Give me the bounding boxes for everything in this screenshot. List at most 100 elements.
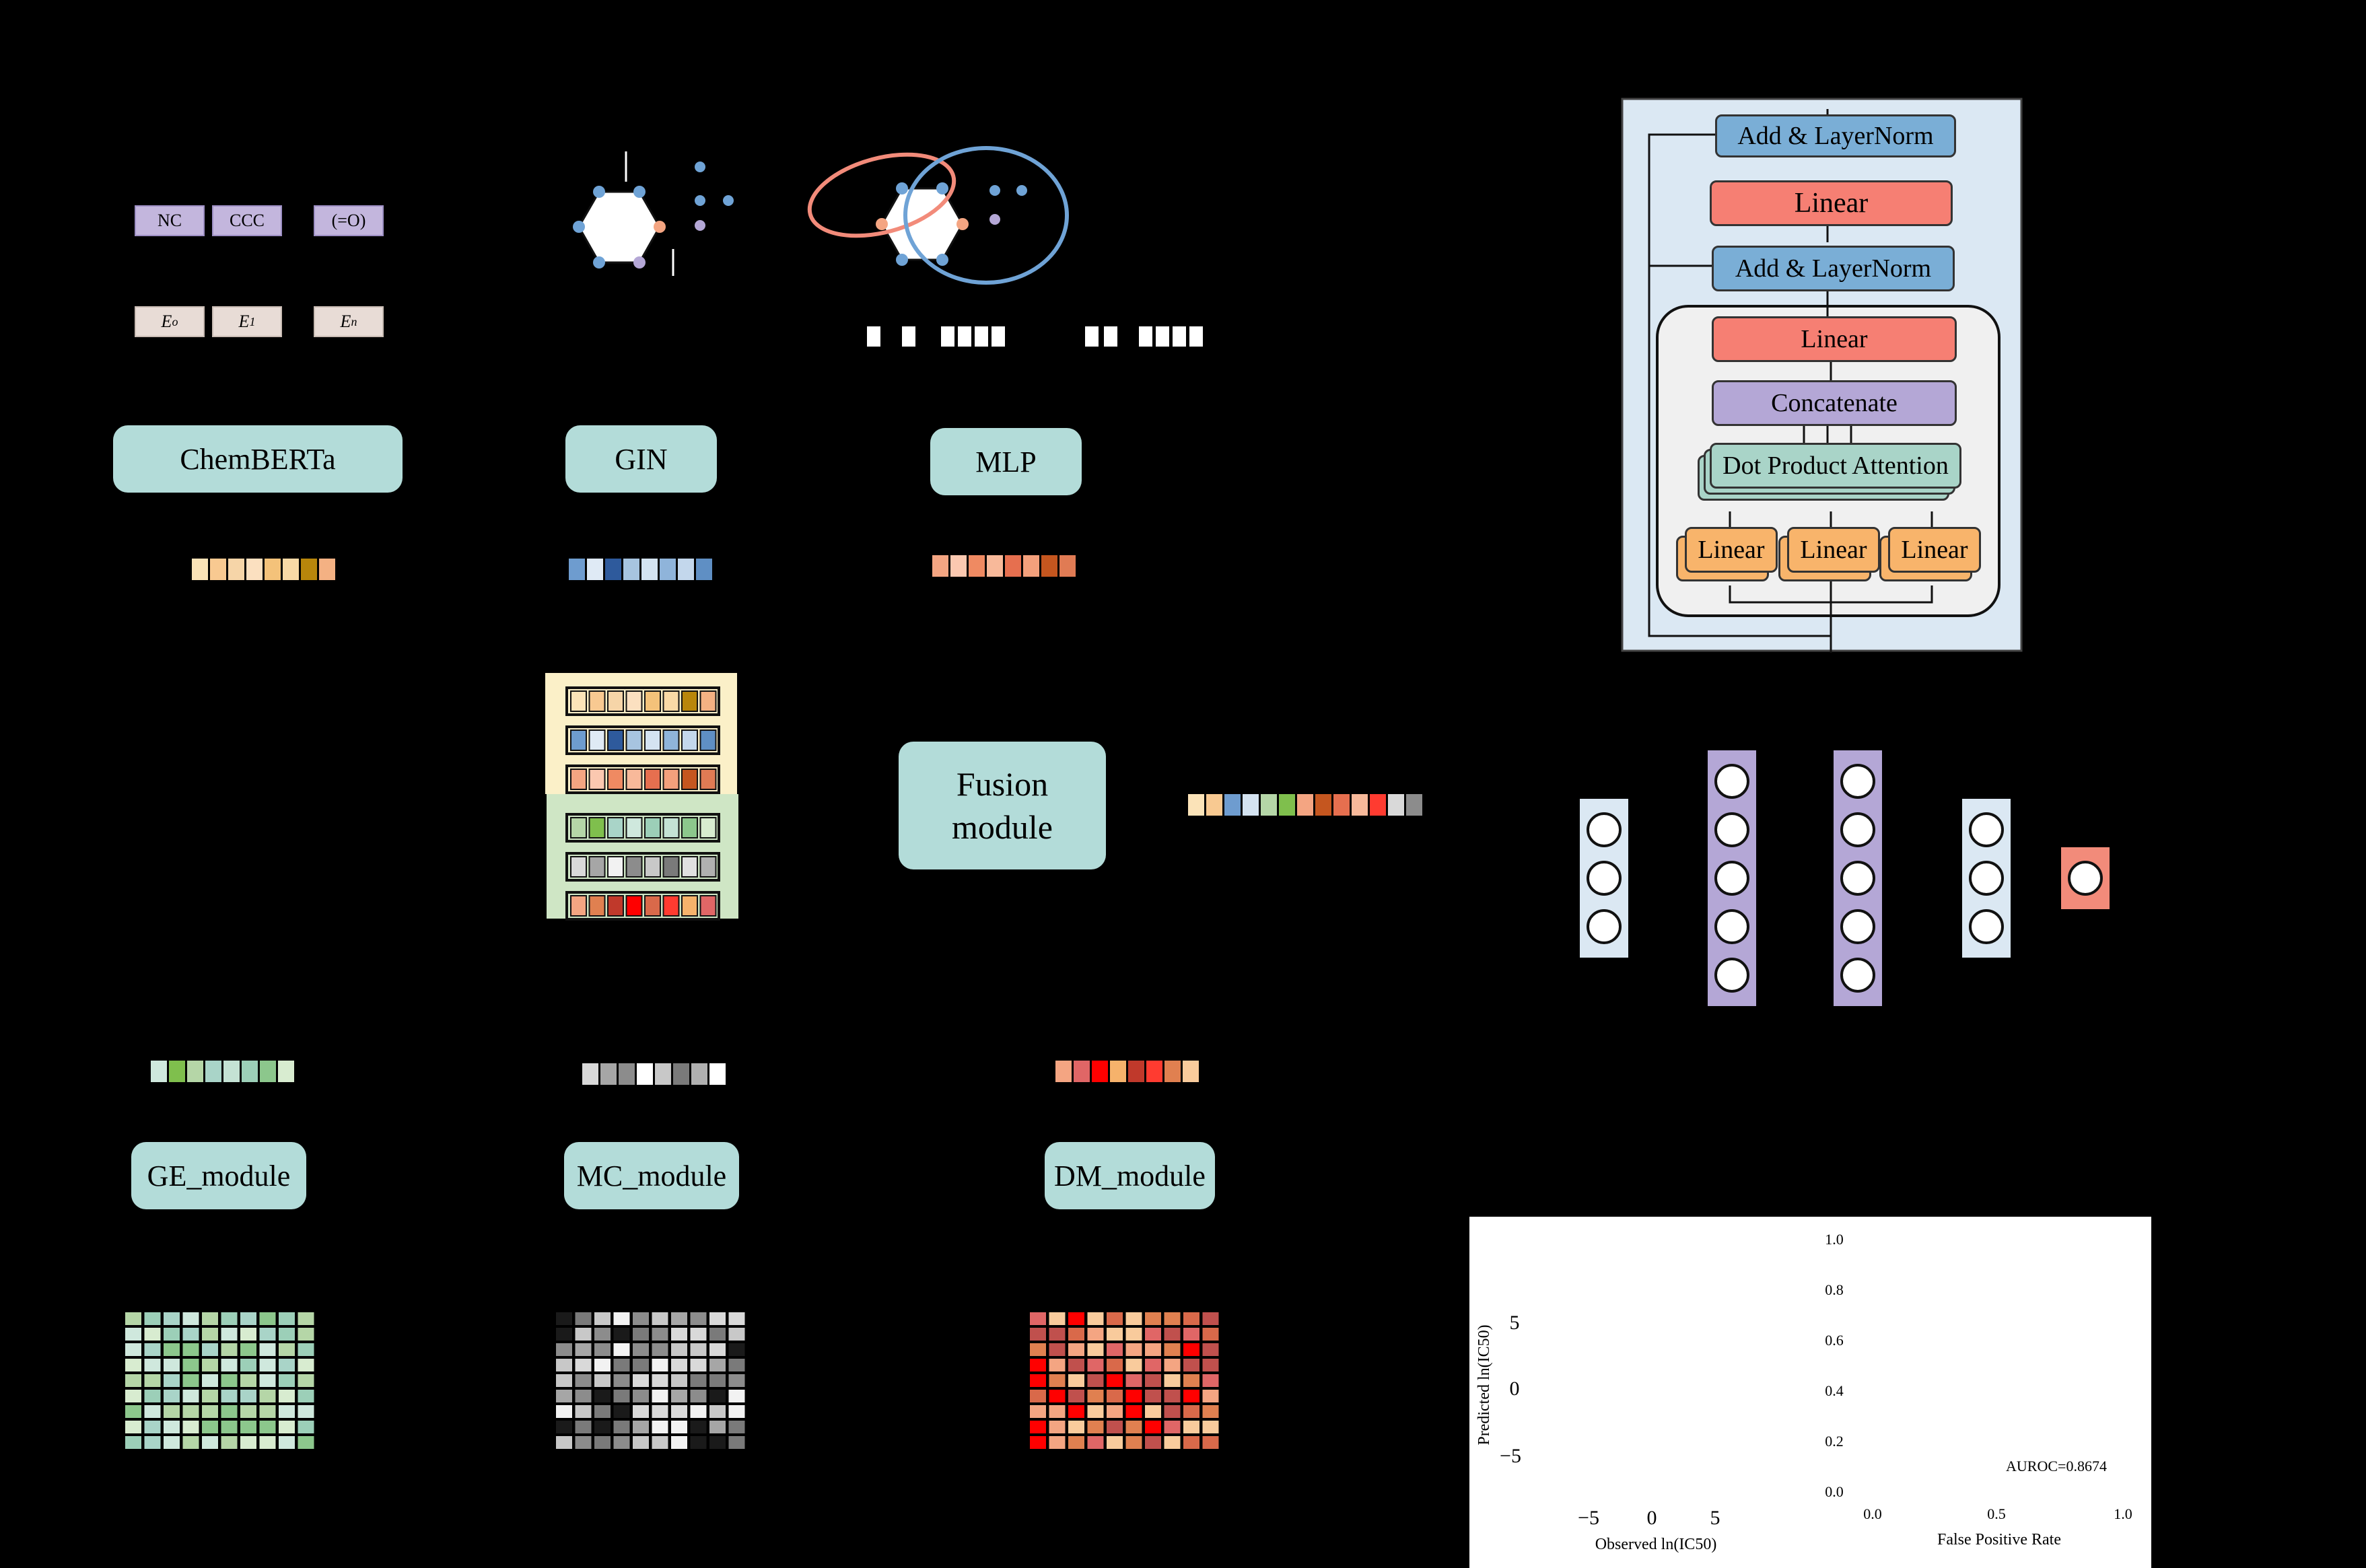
dm-heatmap-cell — [1107, 1359, 1123, 1371]
molecule-substructure-icon — [807, 146, 1069, 285]
fusion-stack-row — [565, 686, 720, 716]
dm-vector-cell — [1074, 1061, 1090, 1082]
mc-heatmap-cell — [690, 1421, 707, 1433]
dm-heatmap-cell — [1107, 1405, 1123, 1418]
mc-heatmap-cell — [709, 1343, 726, 1356]
dm-vector-cell — [1128, 1061, 1144, 1082]
fusion-stack-cell — [699, 817, 717, 839]
mc-vector-cell — [582, 1063, 598, 1085]
atom-node — [989, 185, 1000, 196]
dm-heatmap-cell — [1049, 1343, 1066, 1356]
fusion-output-vector-cell — [1261, 794, 1277, 816]
ge-heatmap-cell — [182, 1390, 199, 1402]
chemberta-vector-cell — [283, 559, 299, 580]
fusion-output-vector-cell — [1243, 794, 1259, 816]
dm-heatmap-cell — [1183, 1359, 1199, 1371]
fingerprint-bit — [975, 326, 988, 347]
ge-heatmap-cell — [202, 1328, 218, 1341]
dm-heatmap-cell — [1202, 1421, 1219, 1433]
ge-heatmap-cell — [144, 1374, 161, 1387]
fusion-stack-cell — [607, 769, 624, 790]
ge-heatmap-cell — [259, 1359, 276, 1371]
ge-heatmap-cell — [125, 1436, 141, 1449]
ge-heatmap-cell — [202, 1312, 218, 1325]
ge-heatmap-cell — [144, 1436, 161, 1449]
dm-heatmap-cell — [1030, 1312, 1046, 1325]
mc-heatmap-cell — [728, 1312, 745, 1325]
ge-heatmap-cell — [202, 1405, 218, 1418]
mc-heatmap-cell — [613, 1343, 630, 1356]
mc-heatmap-cell — [652, 1359, 668, 1371]
fusion-stack-cell — [681, 895, 698, 917]
dm-heatmap-cell — [1164, 1343, 1181, 1356]
ge-heatmap-cell — [144, 1312, 161, 1325]
fusion-output-vector-cell — [1315, 794, 1331, 816]
atom-node — [695, 162, 705, 172]
residual-arrow-lower — [1648, 266, 1831, 637]
ge-heatmap-cell — [240, 1359, 256, 1371]
dm-heatmap-cell — [1107, 1421, 1123, 1433]
ge-heatmap-cell — [202, 1374, 218, 1387]
token-box: NC — [135, 205, 205, 236]
ge-heatmap-cell — [259, 1343, 276, 1356]
fusion-stack-cell — [681, 769, 698, 790]
fusion-stack-row — [565, 891, 720, 921]
dm-heatmap-cell — [1202, 1343, 1219, 1356]
dm-heatmap-cell — [1068, 1359, 1084, 1371]
dm-heatmap-cell — [1145, 1374, 1161, 1387]
atom-node — [936, 182, 948, 194]
fusion-output-vector-cell — [1406, 794, 1422, 816]
mlp-head-neuron — [1840, 861, 1875, 896]
ge-heatmap-cell — [125, 1343, 141, 1356]
dm-heatmap-cell — [1049, 1436, 1066, 1449]
scatter-x-label: Observed ln(IC50) — [1595, 1535, 1717, 1553]
dm-heatmap-cell — [1030, 1436, 1046, 1449]
mc-heatmap-cell — [556, 1421, 572, 1433]
ge-heatmap-cell — [279, 1343, 295, 1356]
mlp-head-neuron — [1840, 812, 1875, 847]
fusion-stack-cell — [570, 690, 587, 712]
molecule-graph-icon — [578, 151, 674, 276]
fusion-stack-row — [565, 813, 720, 843]
fusion-stack-cell — [699, 690, 717, 712]
mc-heatmap-cell — [690, 1312, 707, 1325]
ge-heatmap-cell — [221, 1359, 238, 1371]
ge-vector-cell — [151, 1061, 167, 1082]
gin-vector-cell — [641, 559, 658, 580]
ge-heatmap-cell — [298, 1374, 314, 1387]
mc-heatmap-cell — [728, 1374, 745, 1387]
dm-heatmap-cell — [1049, 1359, 1066, 1371]
fingerprint-bit — [958, 326, 971, 347]
mc-heatmap-cell — [690, 1343, 707, 1356]
mc-heatmap-cell — [671, 1359, 687, 1371]
fusion-stack-cell — [644, 729, 661, 751]
atom-node — [593, 186, 605, 198]
linear-k: Linear — [1787, 527, 1880, 573]
fusion-stack-cell — [588, 895, 606, 917]
fusion-stack-cell — [644, 769, 661, 790]
mc-heatmap-cell — [709, 1436, 726, 1449]
gin-vector-cell — [678, 559, 694, 580]
ge-heatmap-cell — [298, 1343, 314, 1356]
mc-heatmap-cell — [556, 1359, 572, 1371]
add-norm-bottom: Add & LayerNorm — [1712, 246, 1955, 291]
dm-heatmap-cell — [1030, 1328, 1046, 1341]
ge-heatmap-cell — [182, 1328, 199, 1341]
mlp-head-neuron — [1587, 861, 1622, 896]
dm-heatmap-cell — [1087, 1328, 1104, 1341]
roc-ytick: 1.0 — [1825, 1231, 1844, 1248]
chemberta-vector-cell — [210, 559, 226, 580]
dm-heatmap-cell — [1145, 1359, 1161, 1371]
ge-heatmap-cell — [164, 1359, 180, 1371]
mc-heatmap-cell — [575, 1343, 592, 1356]
atom-node — [896, 182, 908, 194]
ge-heatmap-cell — [298, 1421, 314, 1433]
ge-vector-cell — [187, 1061, 203, 1082]
mc-heatmap-cell — [671, 1343, 687, 1356]
fingerprint-bit — [1189, 326, 1203, 347]
gin-vector-cell — [660, 559, 676, 580]
roc-ytick: 0.4 — [1825, 1382, 1844, 1399]
ge-heatmap-cell — [164, 1328, 180, 1341]
chemberta-module: ChemBERTa — [113, 425, 403, 493]
ge-heatmap-cell — [144, 1343, 161, 1356]
